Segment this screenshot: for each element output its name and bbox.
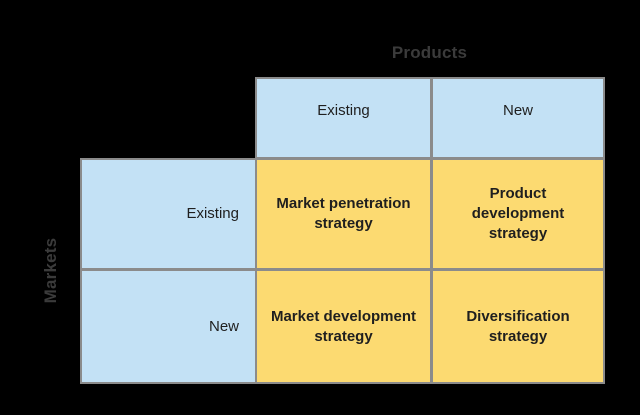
quadrant-market-penetration-strategy: Market penetration strategy bbox=[255, 158, 432, 270]
column-header-new: New bbox=[431, 77, 605, 159]
quadrant-market-development-strategy: Market development strategy bbox=[255, 269, 432, 384]
row-header-existing: Existing bbox=[80, 158, 257, 270]
markets-axis-title: Markets bbox=[41, 237, 60, 304]
column-header-existing: Existing bbox=[255, 77, 432, 159]
quadrant-diversification-strategy: Diversification strategy bbox=[431, 269, 605, 384]
products-axis-title: Products bbox=[391, 43, 468, 62]
row-header-new: New bbox=[80, 269, 257, 384]
quadrant-product-development-strategy: Product development strategy bbox=[431, 158, 605, 270]
